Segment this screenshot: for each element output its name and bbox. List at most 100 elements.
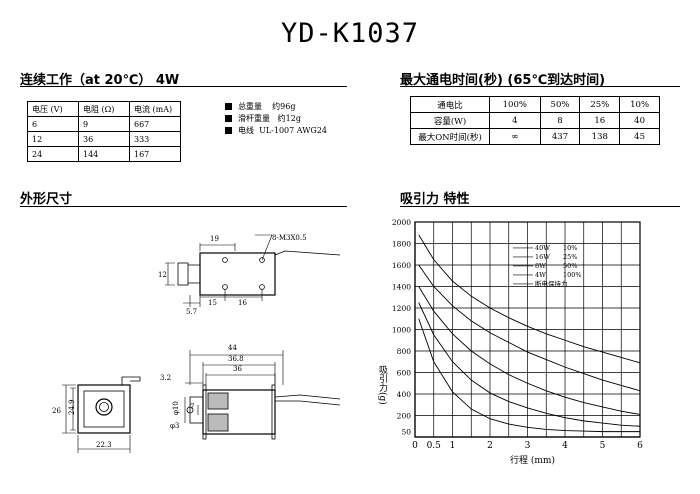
dim-label: 44 (228, 344, 237, 352)
table-cell: 36 (78, 131, 130, 147)
dim-label: 36.8 (228, 355, 244, 363)
table-cell: 9 (78, 116, 130, 132)
chart-grid (414, 221, 641, 438)
spec-item: 总重量 约96g (225, 101, 327, 113)
plot-frame (414, 221, 641, 438)
section-dimensions: 外形尺寸 (20, 192, 73, 207)
bullet-square-icon (225, 127, 232, 134)
work-table: 电压 (V) 电阻 (Ω) 电流 (mA) 6 9 667 12 36 333 … (27, 101, 181, 162)
dim-label: 7 (190, 403, 194, 411)
page-title: YD-K1037 (280, 18, 420, 49)
table-cell: 437 (539, 128, 581, 145)
legend-label: 100% (563, 271, 582, 279)
table-cell: 最大ON时间(秒) (410, 128, 490, 145)
x-tick-label: 0.5 (427, 441, 442, 451)
table-row: 6 9 667 (27, 116, 181, 132)
series-line (418, 264, 641, 392)
table-row: 电压 (V) 电阻 (Ω) 电流 (mA) (27, 101, 181, 117)
series-line (418, 286, 641, 415)
bullet-square-icon (225, 103, 232, 110)
dim-label: 19 (210, 235, 219, 243)
legend-label: 25% (563, 253, 577, 261)
table-cell: 通电比 (410, 96, 490, 113)
table-cell: 容量(W) (410, 112, 490, 129)
chart-series (418, 234, 641, 433)
y-tick-label: 400 (397, 390, 412, 399)
table-cell: 333 (129, 131, 181, 147)
legend-label: 4W (535, 271, 546, 279)
legend-label: 40W (535, 244, 550, 252)
y-tick-label: 1200 (392, 304, 411, 313)
table-header: 电流 (mA) (129, 101, 181, 117)
table-cell: 667 (129, 116, 181, 132)
x-tick-label: 1 (450, 441, 456, 451)
table-cell: 10% (619, 96, 660, 113)
dim-label: φ3 (170, 422, 179, 430)
dim-label: 15 (208, 299, 217, 307)
series-line (418, 318, 640, 433)
table-cell: 100% (489, 96, 541, 113)
section-rule (20, 86, 347, 87)
spec-item: 电线 UL-1007 AWG24 (225, 125, 327, 137)
spec-item: 滑杆重量 约12g (225, 113, 327, 125)
table-cell: 16 (579, 112, 621, 129)
section-max-on-time: 最大通电时间(秒) (65℃到达时间) (400, 73, 606, 88)
section-force: 吸引力 特性 (400, 192, 470, 207)
legend-label: 8W (535, 262, 546, 270)
top-view (165, 234, 341, 307)
y-tick-label: 50 (401, 428, 411, 437)
front-view (62, 376, 141, 453)
section-rule (400, 206, 680, 207)
section-rule (400, 86, 680, 87)
y-tick-label: 2000 (392, 218, 411, 227)
dim-label: 8-M3X0.5 (272, 234, 307, 242)
x-tick-label: 0 (412, 441, 418, 451)
table-cell: 24 (27, 146, 79, 162)
on-time-table: 通电比 100% 50% 25% 10% 容量(W) 4 8 16 40 最大O… (410, 96, 660, 145)
table-row: 最大ON时间(秒) ∞ 437 138 45 (410, 128, 660, 145)
spec-list: 总重量 约96g 滑杆重量 约12g 电线 UL-1007 AWG24 (225, 101, 327, 137)
y-tick-label: 1400 (392, 283, 411, 292)
y-tick-label: 1800 (392, 240, 411, 249)
x-tick-label: 2 (487, 441, 493, 451)
table-cell: 12 (27, 131, 79, 147)
side-view (184, 350, 341, 440)
section-continuous-work: 连续工作（at 20℃） 4W (20, 73, 180, 88)
table-cell: 50% (539, 96, 581, 113)
table-cell: 6 (27, 116, 79, 132)
table-cell: 167 (129, 146, 181, 162)
table-cell: 8 (539, 112, 581, 129)
table-cell: 40 (619, 112, 660, 129)
dimension-drawing: 19 12 5.7 15 16 8-M3X0.5 26 24.9 22.3 44… (52, 234, 341, 453)
x-tick-label: 5 (600, 441, 606, 451)
table-row: 容量(W) 4 8 16 40 (410, 112, 660, 129)
dim-label: 5.7 (186, 308, 197, 316)
legend-label: 16W (535, 253, 550, 261)
table-cell: 144 (78, 146, 130, 162)
series-line (418, 234, 641, 364)
section-rule (20, 206, 347, 207)
table-header: 电阻 (Ω) (78, 101, 130, 117)
table-row: 24 144 167 (27, 146, 181, 162)
dim-label: 22.3 (96, 441, 112, 449)
table-row: 12 36 333 (27, 131, 181, 147)
table-cell: 4 (489, 112, 541, 129)
dim-label: φ10 (172, 401, 180, 415)
dim-label: 12 (158, 271, 167, 279)
legend-label: 10% (563, 244, 577, 252)
y-tick-label: 1000 (392, 326, 411, 335)
table-cell: ∞ (489, 128, 541, 145)
bullet-square-icon (225, 115, 232, 122)
dim-label: 24.9 (68, 399, 76, 415)
y-tick-label: 600 (397, 369, 412, 378)
legend-label: 断电保持力 (535, 279, 568, 288)
x-tick-label: 3 (525, 441, 531, 451)
table-cell: 25% (579, 96, 621, 113)
y-tick-label: 200 (397, 412, 412, 421)
dim-label: 26 (52, 407, 61, 415)
series-line (418, 302, 641, 427)
